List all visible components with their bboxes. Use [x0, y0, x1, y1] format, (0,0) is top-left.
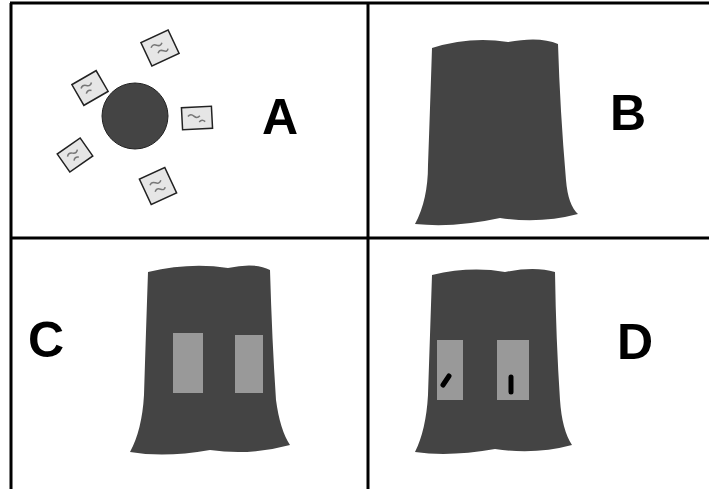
panel-b-figure	[415, 39, 578, 225]
panel-letter: A	[262, 92, 298, 142]
panel-letter: B	[610, 88, 646, 138]
panel-grid	[10, 3, 709, 489]
panel-a-figure	[57, 30, 212, 205]
panel-letter: C	[28, 315, 64, 365]
panel-c-figure	[130, 265, 290, 454]
panel-d-figure	[415, 269, 572, 454]
panel-letter: D	[617, 317, 653, 367]
